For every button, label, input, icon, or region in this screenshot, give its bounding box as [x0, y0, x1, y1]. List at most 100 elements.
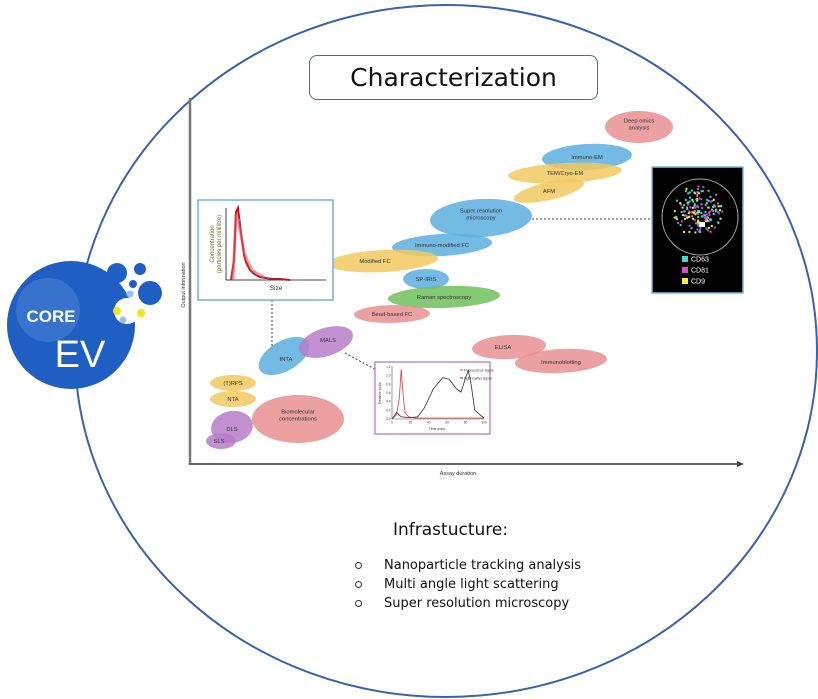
microscopy-dot — [707, 220, 710, 223]
microscopy-dot — [693, 206, 696, 209]
method-label: fNTA — [280, 357, 293, 363]
method-ellipse — [210, 391, 256, 407]
core-ev-logo: CORE EV — [7, 261, 162, 389]
microscopy-dot — [701, 215, 703, 218]
microscopy-dot — [702, 186, 705, 189]
connectors — [271, 218, 653, 373]
microscopy-dot — [707, 206, 710, 209]
microscopy-dot — [714, 210, 717, 213]
fl-x-tick: 100 — [481, 421, 487, 425]
legend-label-cd63: CD63 — [691, 257, 709, 264]
microscopy-dot — [673, 216, 676, 219]
method-label: SLS — [214, 439, 225, 445]
microscopy-dot — [685, 214, 688, 217]
microscopy-dot — [709, 230, 712, 233]
microscopy-dot — [697, 206, 700, 209]
y-axis-label: Output information — [181, 262, 187, 307]
fluorescence-inset-frame — [374, 361, 491, 435]
microscopy-dot — [713, 204, 716, 207]
microscopy-dot — [690, 189, 693, 192]
microscopy-dot — [703, 216, 706, 219]
microscopy-dot — [687, 192, 690, 195]
method-label: concentrations — [279, 417, 317, 423]
microscopy-dot — [694, 231, 697, 234]
fl-series — [391, 368, 485, 420]
microscopy-dot — [706, 198, 709, 201]
fl-y-tick: 0.0 — [386, 417, 391, 421]
microscopy-dot — [706, 219, 709, 222]
microscopy-dot — [693, 210, 696, 213]
size-dot — [267, 277, 269, 279]
microscopy-dot — [683, 231, 686, 233]
infrastructure-item-label: Multi angle light scattering — [384, 577, 559, 592]
method-label: microscopy — [466, 216, 495, 222]
microscopy-dot — [696, 204, 699, 207]
fl-x-tick: 0 — [391, 421, 393, 425]
microscopy-dot — [687, 216, 690, 218]
microscopy-dot — [687, 212, 690, 215]
microscopy-dot — [711, 208, 713, 211]
logo-bubble-white — [114, 298, 140, 324]
microscopy-dot — [686, 216, 689, 219]
infrastructure-list: Nanoparticle tracking analysis Multi ang… — [353, 556, 581, 613]
microscopy-dot — [684, 198, 687, 201]
size-dot — [253, 271, 255, 273]
method-afm: AFM — [513, 179, 585, 203]
microscopy-dot — [700, 190, 703, 193]
microscopy-dot — [691, 215, 694, 218]
method-sls: SLS — [206, 433, 236, 449]
bullet-icon — [355, 562, 362, 569]
microscopy-dot — [707, 229, 710, 232]
size-distribution-curve-shade — [231, 213, 265, 281]
infrastructure-title: Infrastucture: — [393, 520, 509, 540]
method-label: Super resolution — [460, 209, 502, 215]
microscopy-dot — [697, 185, 700, 188]
microscopy-dot — [712, 198, 715, 201]
microscopy-dot — [680, 220, 683, 223]
microscopy-dot — [699, 222, 705, 227]
microscopy-dot — [681, 214, 684, 217]
microscopy-dot — [691, 198, 694, 201]
microscopy-dot — [696, 199, 699, 202]
method-label: Raman spectroscopy — [417, 295, 472, 301]
logo-bubble — [129, 280, 137, 288]
fl-series-fluorescence-signal — [391, 369, 484, 420]
fl-x-tick: 40 — [427, 421, 431, 425]
method-ellipses: Deep omicsanalysisImmuno-EMTEM/Cryo-EMAF… — [206, 111, 673, 449]
microscopy-dots — [673, 185, 724, 234]
method-immunoblotting: Immunoblotting — [515, 348, 607, 374]
microscopy-dot — [701, 206, 704, 209]
fl-y-tick: 0.2 — [386, 408, 391, 412]
microscopy-dot — [689, 196, 691, 199]
microscopy-dot — [688, 230, 691, 233]
microscopy-dot — [689, 206, 692, 209]
microscopy-dot — [688, 224, 691, 227]
microscopy-dot — [685, 190, 687, 193]
microscopy-dot — [696, 193, 699, 196]
microscopy-dot — [694, 213, 697, 216]
microscopy-dot — [688, 191, 691, 194]
microscopy-dot — [704, 218, 707, 221]
microscopy-dot — [705, 213, 708, 216]
logo-bubble — [119, 316, 127, 324]
microscopy-dot — [693, 211, 696, 214]
fl-legend-label-0: Fluorescence signal — [464, 369, 494, 373]
method-label: Biomolecular — [281, 410, 315, 416]
microscopy-dot — [688, 200, 691, 203]
microscopy-dot — [692, 217, 694, 220]
microscopy-dot — [708, 211, 711, 214]
size-inset-ylabel-2: (particles per millilitre) — [217, 215, 223, 273]
microscopy-dot — [696, 191, 699, 193]
method-label: AFM — [543, 189, 555, 195]
logo-bubble-yellow — [113, 307, 121, 315]
microscopy-dot — [676, 199, 678, 202]
microscopy-dot — [691, 206, 694, 209]
microscopy-dot — [709, 218, 712, 221]
method-nta: NTA — [210, 391, 256, 407]
method-label: Modified FC — [359, 259, 390, 265]
microscopy-dot — [698, 229, 701, 232]
